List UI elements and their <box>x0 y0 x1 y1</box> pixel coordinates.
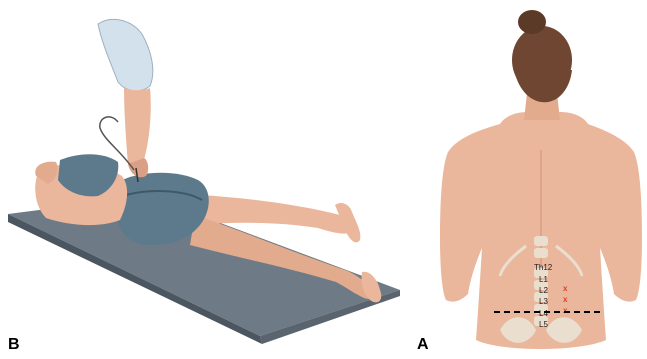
practitioner-arm <box>98 19 153 177</box>
label-l2: L2 <box>539 286 548 295</box>
label-l1: L1 <box>539 275 548 284</box>
panel-label-b: B <box>8 336 20 354</box>
patient-torso <box>35 154 127 225</box>
injection-marker-x: x <box>563 284 568 293</box>
hair <box>512 10 572 102</box>
panel-b-illustration <box>8 19 400 344</box>
injection-marker-x: x <box>563 306 568 315</box>
panel-a-illustration: Th12 L1 L2 L3 L4 L5 x x x <box>440 10 642 349</box>
panel-label-a: A <box>417 336 429 354</box>
label-l5: L5 <box>539 320 548 329</box>
injection-markers: x x x <box>563 284 568 315</box>
label-l4: L4 <box>539 309 548 318</box>
injection-marker-x: x <box>563 295 568 304</box>
label-l3: L3 <box>539 297 548 306</box>
label-th12: Th12 <box>534 263 553 272</box>
